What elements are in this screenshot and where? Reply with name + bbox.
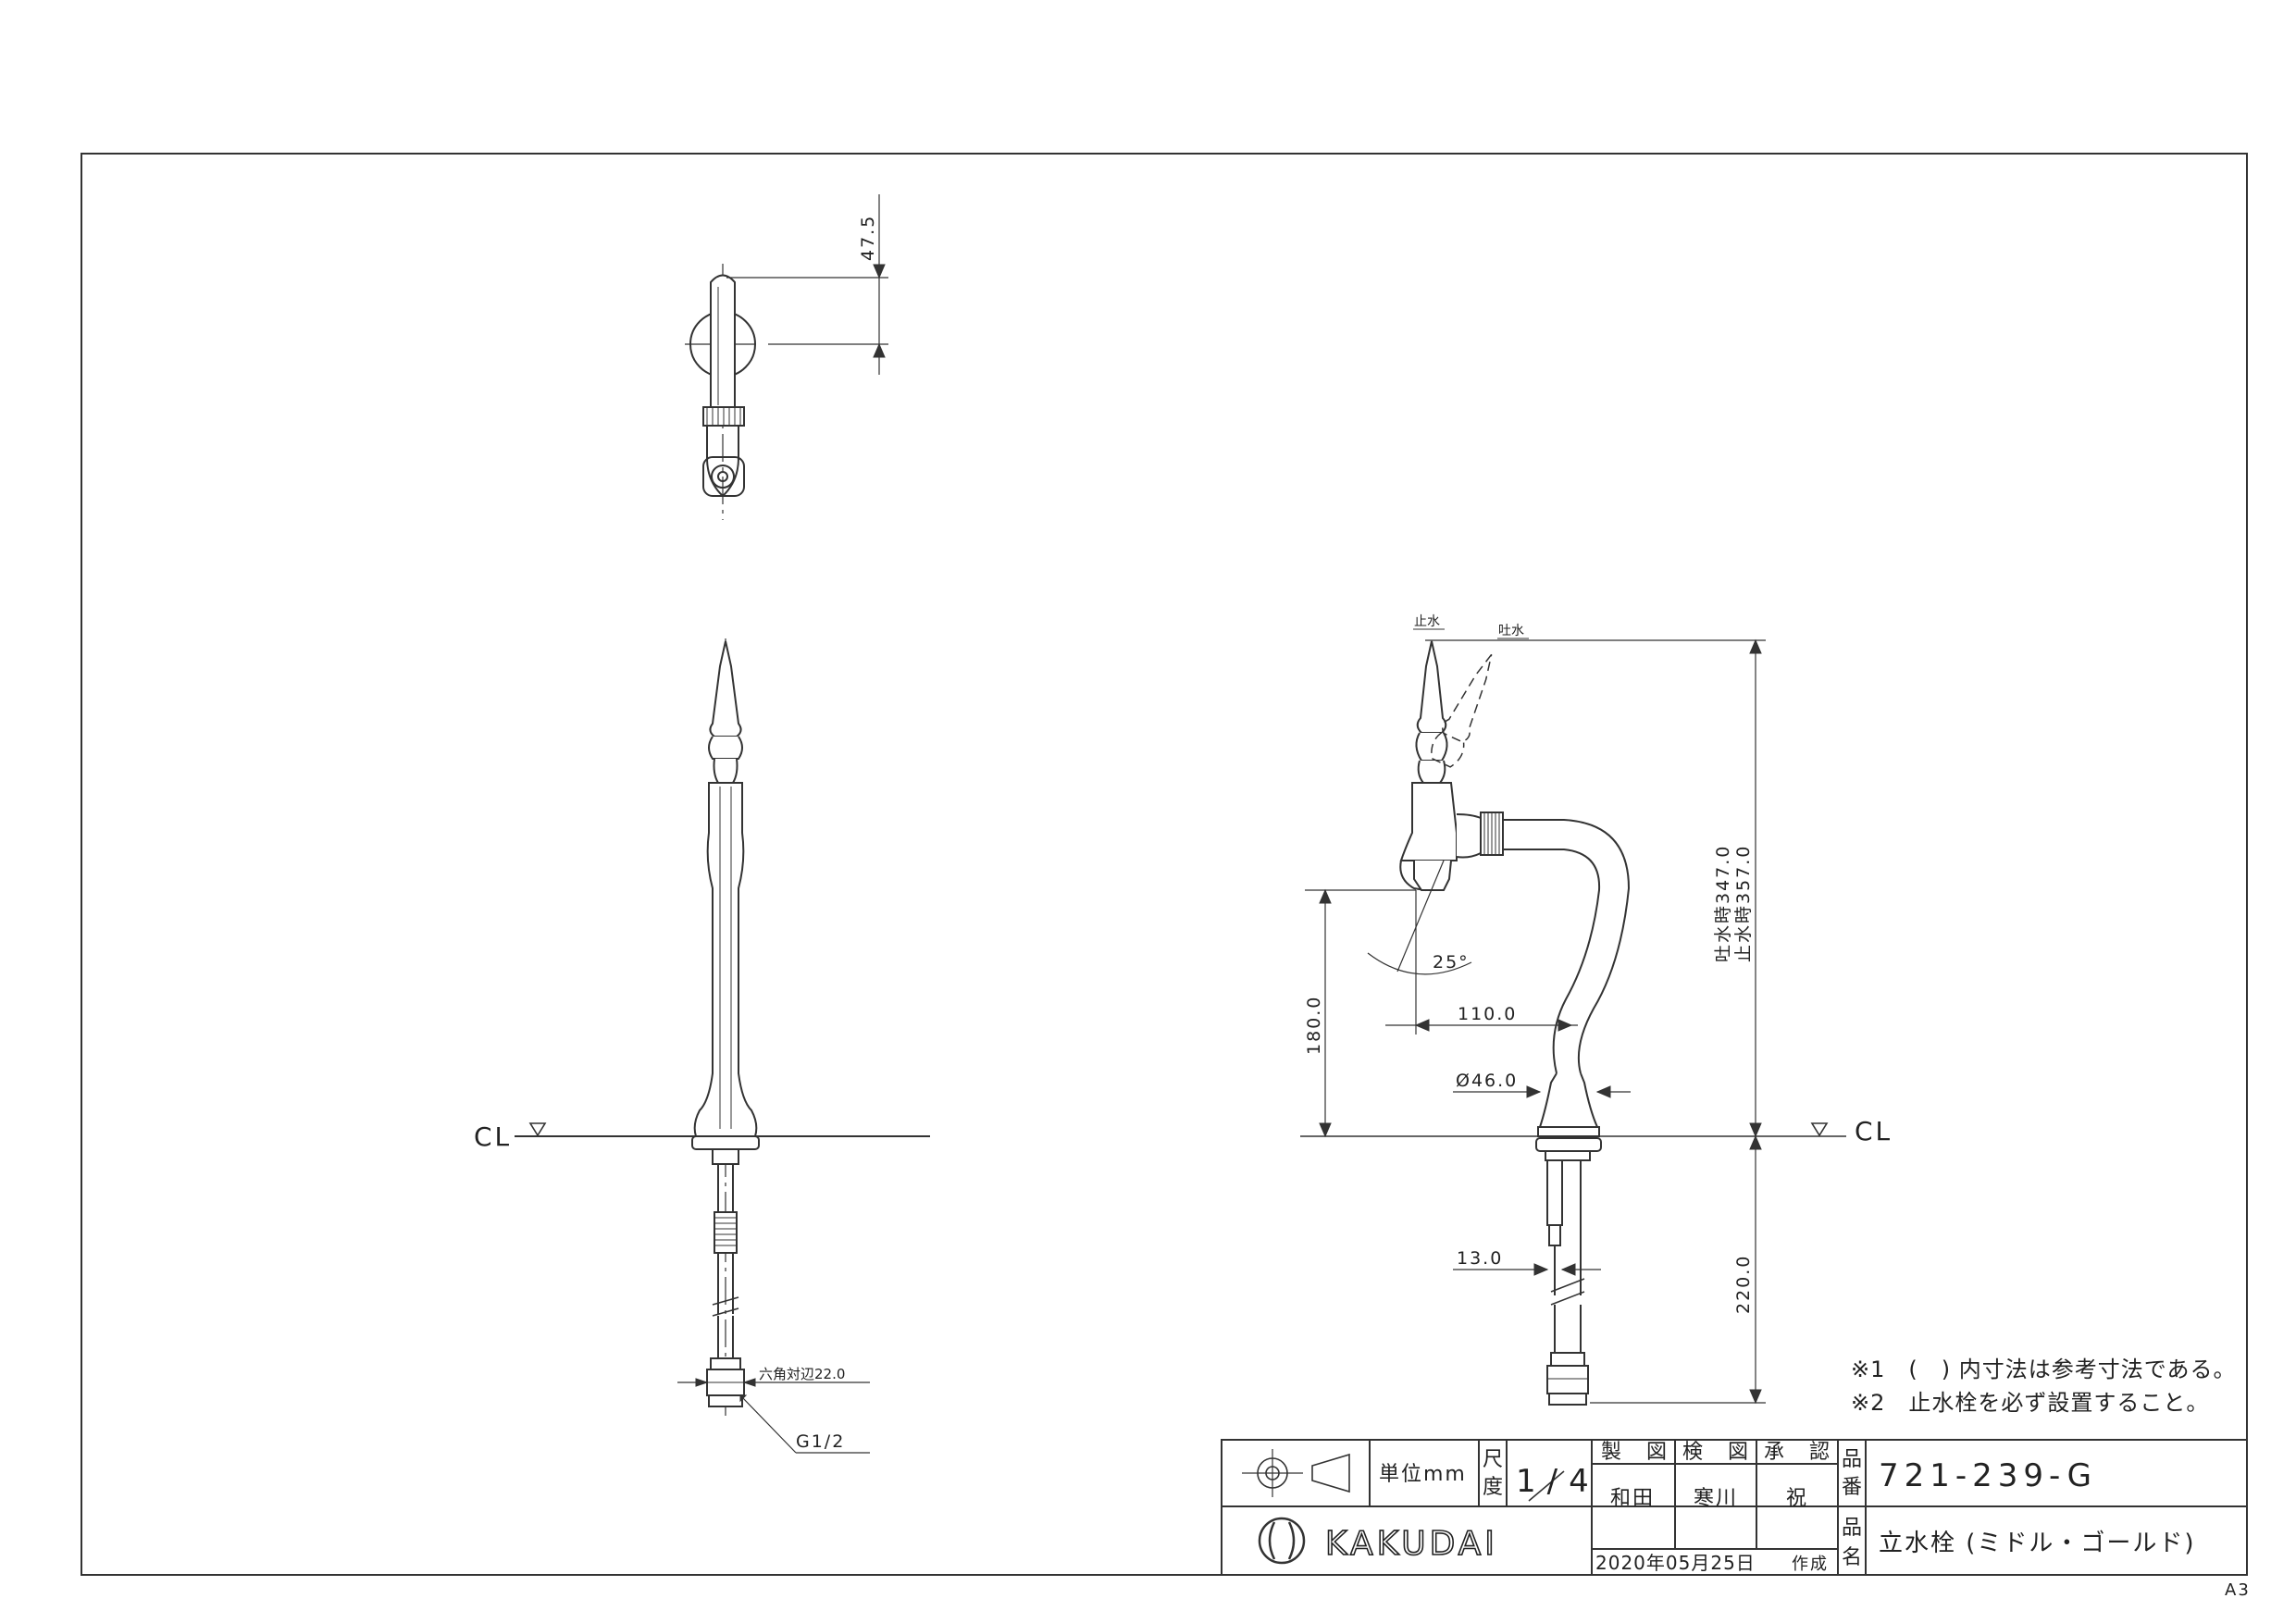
tb-part-no-label-2: 番	[1842, 1476, 1864, 1499]
tb-date: 2020年05月25日	[1595, 1552, 1756, 1574]
tb-drawn-header: 製 図	[1601, 1441, 1676, 1464]
side-view-pipe-diameter: 13.0	[1457, 1248, 1503, 1269]
tb-part-name-label-2: 名	[1842, 1546, 1864, 1569]
tb-unit-label: 単位mm	[1379, 1463, 1467, 1486]
top-view-dim-offset: 47.5	[858, 215, 878, 261]
side-view-shank-length: 220.0	[1733, 1255, 1754, 1314]
side-view-reach: 110.0	[1458, 1004, 1517, 1024]
sheet-size: A3	[2225, 1580, 2251, 1600]
tb-scale-label-2: 度	[1483, 1476, 1505, 1499]
side-view-stop-label: 止水	[1414, 614, 1440, 629]
note-2: ※2 止水栓を必ず設置すること。	[1851, 1390, 2209, 1416]
front-view-thread-label: G1/2	[796, 1431, 845, 1452]
cl-label-right: CL	[1855, 1116, 1893, 1146]
side-view	[1300, 628, 1846, 1406]
side-view-height-discharge: 吐水時347.0	[1713, 845, 1733, 962]
tb-scale-label-1: 尺	[1483, 1448, 1505, 1471]
tb-approved-header: 承 認	[1764, 1441, 1839, 1464]
front-view	[677, 638, 870, 1454]
tb-part-no: 721-239-G	[1879, 1457, 2097, 1494]
side-view-spout-height: 180.0	[1304, 996, 1324, 1055]
cl-line-left	[515, 1122, 930, 1137]
title-block	[1221, 1439, 2248, 1576]
tb-checked-by: 寒川	[1694, 1487, 1738, 1510]
top-view	[685, 194, 888, 520]
tb-drawn-by: 和田	[1610, 1487, 1655, 1510]
tb-checked-header: 検 図	[1682, 1441, 1757, 1464]
tb-part-no-label-1: 品	[1842, 1448, 1864, 1471]
brand-logo: KAKUDAI	[1325, 1525, 1498, 1563]
side-view-discharge-label: 吐水	[1498, 624, 1524, 638]
front-view-hex-label: 六角対辺22.0	[759, 1366, 845, 1382]
side-view-height-stop: 止水時357.0	[1733, 845, 1754, 962]
tb-created-label: 作成	[1792, 1555, 1829, 1574]
drawing-border	[81, 153, 2248, 1576]
tb-part-name: 立水栓 (ミドル・ゴールド)	[1879, 1530, 2196, 1557]
tb-approved-by: 祝	[1786, 1487, 1808, 1510]
cl-label-left: CL	[474, 1121, 512, 1152]
note-1: ※1 ( ) 内寸法は参考寸法である。	[1851, 1357, 2237, 1382]
side-view-base-diameter: Ø46.0	[1456, 1071, 1518, 1091]
tb-scale-value: 1/4	[1516, 1463, 1600, 1500]
side-view-angle-label: 25°	[1433, 952, 1470, 973]
tb-part-name-label-1: 品	[1842, 1517, 1864, 1540]
